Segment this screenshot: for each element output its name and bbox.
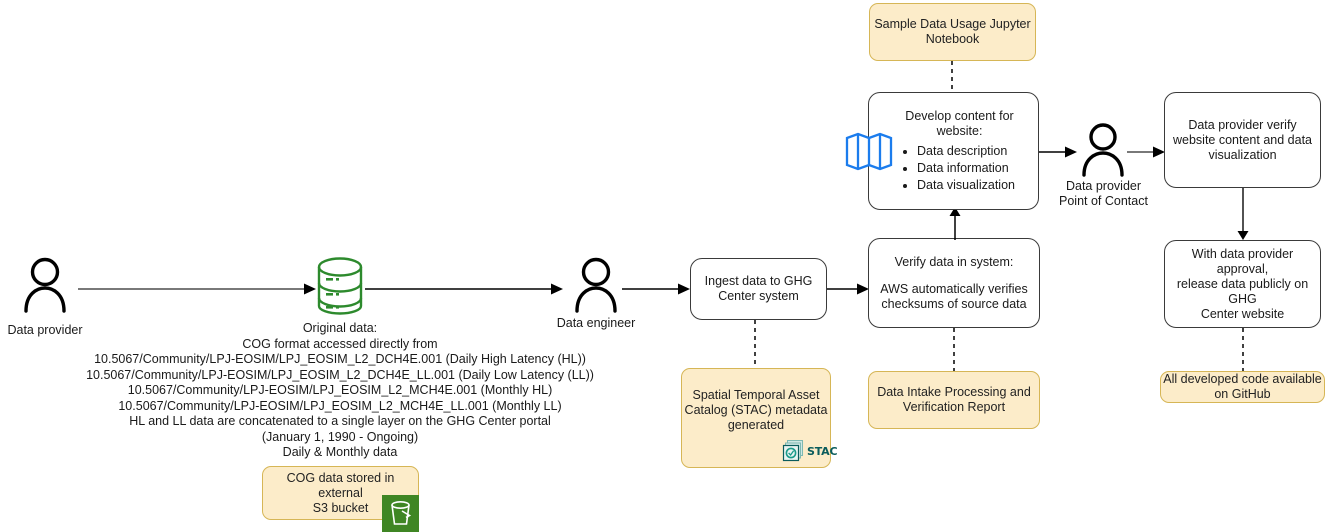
ingest-data-text: Ingest data to GHG Center system xyxy=(704,274,813,303)
provider-verify-box: Data provider verify website content and… xyxy=(1164,92,1321,188)
intake-report-note-text: Data Intake Processing and Verification … xyxy=(877,385,1031,414)
cog-s3-note-text: COG data stored in external S3 bucket xyxy=(286,470,395,515)
cog-s3-note: COG data stored in external S3 bucket xyxy=(262,466,419,520)
connector-ingest-to-stac-note xyxy=(754,320,756,368)
arrow-database-to-engineer xyxy=(365,283,563,295)
arrow-engineer-to-ingest xyxy=(622,283,690,295)
arrow-provider-verify-to-release xyxy=(1237,188,1249,240)
stac-logo-label: STAC xyxy=(807,444,838,458)
person-icon xyxy=(1080,122,1126,177)
develop-content-box: Develop content for website: Data descri… xyxy=(868,92,1039,210)
original-data-description: Original data: COG format accessed direc… xyxy=(86,321,594,459)
github-code-note-text: All developed code available on GitHub xyxy=(1163,372,1322,401)
jupyter-notebook-note-text: Sample Data Usage Jupyter Notebook xyxy=(874,17,1031,46)
ingest-data-box: Ingest data to GHG Center system xyxy=(690,258,827,320)
list-item: Data visualization xyxy=(917,177,1015,194)
arrow-ingest-to-verify xyxy=(827,283,869,295)
verify-data-box: Verify data in system: AWS automatically… xyxy=(868,238,1040,328)
develop-content-bullets: Data description Data information Data v… xyxy=(897,143,1015,194)
connector-verify-to-intake-report xyxy=(953,328,955,371)
provider-verify-text: Data provider verify website content and… xyxy=(1173,117,1312,162)
develop-content-title: Develop content for website: xyxy=(905,108,1014,138)
stac-metadata-note-text: Spatial Temporal Asset Catalog (STAC) me… xyxy=(684,388,828,432)
data-provider-label: Data provider xyxy=(7,323,83,337)
person-icon xyxy=(22,256,68,313)
release-data-text: With data provider approval, release dat… xyxy=(1176,246,1309,321)
connector-release-to-github xyxy=(1242,328,1244,371)
database-icon xyxy=(315,256,365,315)
arrow-poc-to-provider-verify xyxy=(1127,146,1165,158)
list-item: Data information xyxy=(917,160,1015,177)
github-code-note: All developed code available on GitHub xyxy=(1160,371,1325,403)
person-icon xyxy=(573,256,619,313)
verify-data-title: Verify data in system: xyxy=(894,254,1014,269)
intake-report-note: Data Intake Processing and Verification … xyxy=(868,371,1040,429)
arrow-verify-to-develop xyxy=(949,207,961,240)
list-item: Data description xyxy=(917,143,1015,160)
stac-metadata-note: Spatial Temporal Asset Catalog (STAC) me… xyxy=(681,368,831,468)
point-of-contact-label: Data provider Point of Contact xyxy=(1059,179,1148,208)
release-data-box: With data provider approval, release dat… xyxy=(1164,240,1321,328)
map-icon xyxy=(845,131,893,173)
arrow-provider-to-database xyxy=(78,283,316,295)
arrow-develop-to-poc xyxy=(1039,146,1077,158)
connector-jupyter-to-develop xyxy=(951,61,953,93)
data-engineer-label: Data engineer xyxy=(556,316,636,330)
jupyter-notebook-note: Sample Data Usage Jupyter Notebook xyxy=(869,3,1036,61)
stac-logo-icon: STAC xyxy=(782,440,838,462)
verify-data-detail: AWS automatically verifies checksums of … xyxy=(880,281,1028,311)
s3-bucket-icon xyxy=(382,495,419,532)
